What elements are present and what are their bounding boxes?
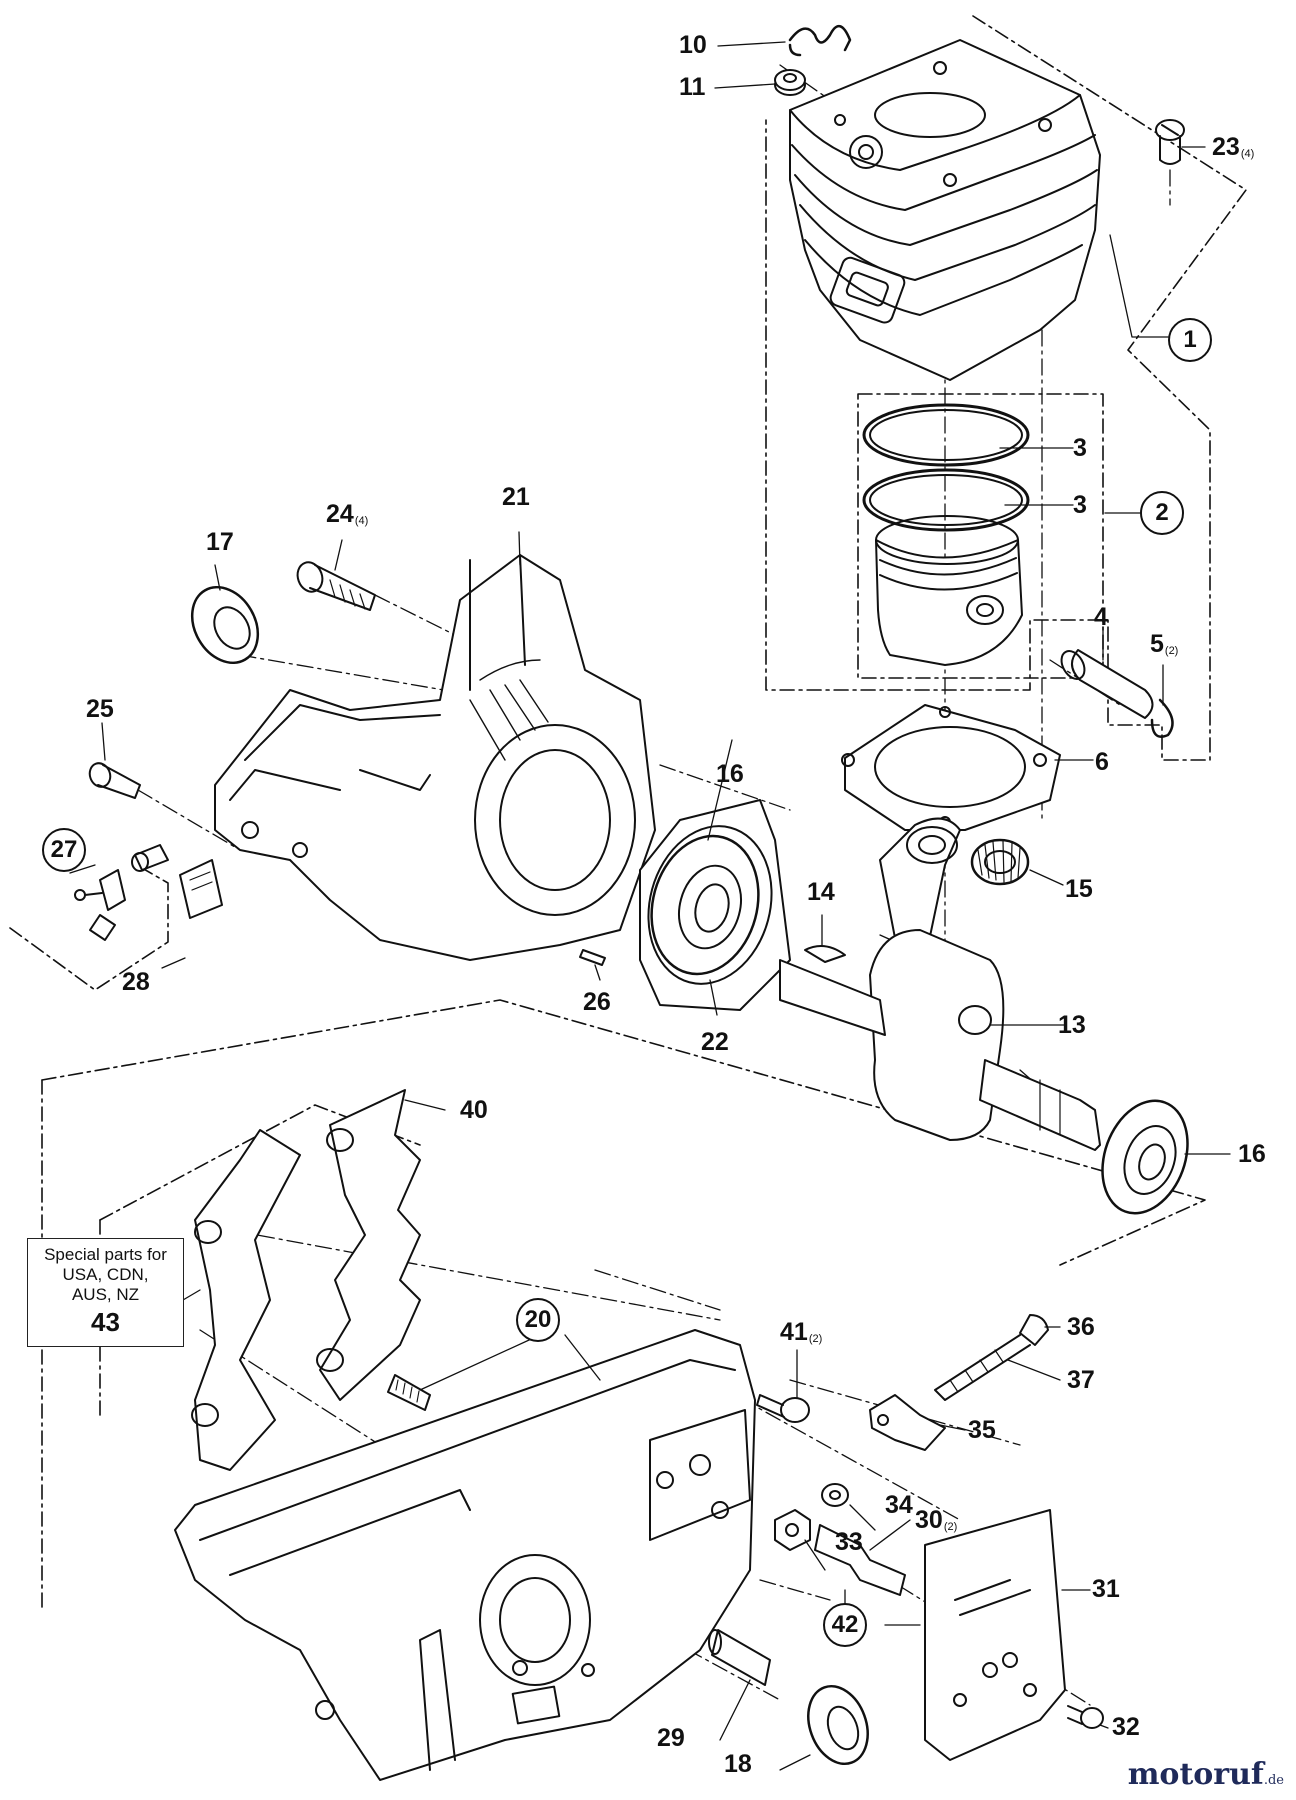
label-1-text: 1 xyxy=(1183,326,1197,353)
label-5-text: 5 xyxy=(1150,630,1164,658)
label-16-upper: 16 xyxy=(716,762,744,787)
label-28: 28 xyxy=(122,970,150,995)
label-4: 4 xyxy=(1094,605,1108,630)
group-outline-piston xyxy=(857,393,1104,679)
label-20-text: 20 xyxy=(524,1306,552,1333)
label-41: 41(2) xyxy=(780,1320,822,1345)
label-15: 15 xyxy=(1065,877,1093,902)
watermark-brand: motoruf xyxy=(1127,1757,1264,1792)
label-15-text: 15 xyxy=(1065,875,1093,903)
label-42-circled: 42 xyxy=(823,1603,867,1647)
label-6: 6 xyxy=(1095,750,1109,775)
label-3b: 3 xyxy=(1073,493,1087,518)
label-13: 13 xyxy=(1058,1013,1086,1038)
note-line-1: Special parts for xyxy=(44,1245,167,1264)
label-29: 29 xyxy=(657,1726,685,1751)
label-2-text: 2 xyxy=(1155,499,1169,526)
cylinder-drawing xyxy=(789,39,1101,381)
label-21: 21 xyxy=(502,485,530,510)
label-28-text: 28 xyxy=(122,968,150,996)
label-40: 40 xyxy=(460,1098,488,1123)
label-17-text: 17 xyxy=(206,528,234,556)
label-26: 26 xyxy=(583,990,611,1015)
label-5-qty: (2) xyxy=(1164,645,1179,657)
label-29-text: 29 xyxy=(657,1724,685,1752)
label-42-text: 42 xyxy=(831,1611,859,1638)
label-14: 14 xyxy=(807,880,835,905)
watermark-logo: motoruf.de xyxy=(1128,1757,1284,1792)
label-41-qty: (2) xyxy=(808,1333,823,1345)
label-3a-text: 3 xyxy=(1073,434,1087,462)
label-22: 22 xyxy=(701,1030,729,1055)
label-30: 30(2) xyxy=(915,1508,957,1533)
label-27-text: 27 xyxy=(50,836,78,863)
label-3b-text: 3 xyxy=(1073,491,1087,519)
label-31: 31 xyxy=(1092,1577,1120,1602)
label-36-text: 36 xyxy=(1067,1313,1095,1341)
special-parts-note: Special parts for USA, CDN, AUS, NZ 43 xyxy=(27,1238,184,1347)
label-27-circled: 27 xyxy=(42,828,86,872)
label-2-circled: 2 xyxy=(1140,491,1184,535)
label-23-qty: (4) xyxy=(1240,148,1255,160)
label-33: 33 xyxy=(835,1530,863,1555)
label-4-text: 4 xyxy=(1094,603,1108,631)
label-18: 18 xyxy=(724,1752,752,1777)
label-34-text: 34 xyxy=(885,1491,913,1519)
label-34: 34 xyxy=(885,1493,913,1518)
label-14-text: 14 xyxy=(807,878,835,906)
label-21-text: 21 xyxy=(502,483,530,511)
label-26-text: 26 xyxy=(583,988,611,1016)
label-20-circled: 20 xyxy=(516,1298,560,1342)
label-23: 23(4) xyxy=(1212,135,1254,160)
note-line-2: USA, CDN, xyxy=(62,1265,149,1284)
label-37: 37 xyxy=(1067,1368,1095,1393)
label-33-text: 33 xyxy=(835,1528,863,1556)
label-18-text: 18 xyxy=(724,1750,752,1778)
label-30-qty: (2) xyxy=(943,1521,958,1533)
label-24-text: 24 xyxy=(326,500,354,528)
label-16-lower-text: 16 xyxy=(1238,1140,1266,1168)
label-13-text: 13 xyxy=(1058,1011,1086,1039)
label-22-text: 22 xyxy=(701,1028,729,1056)
label-35: 35 xyxy=(968,1418,996,1443)
label-11: 11 xyxy=(679,75,705,100)
note-line-3: AUS, NZ xyxy=(71,1285,140,1304)
group-outline-switch xyxy=(9,867,169,991)
label-6-text: 6 xyxy=(1095,748,1109,776)
label-36: 36 xyxy=(1067,1315,1095,1340)
label-23-text: 23 xyxy=(1212,133,1240,161)
label-24-qty: (4) xyxy=(354,515,369,527)
label-25: 25 xyxy=(86,697,114,722)
label-5: 5(2) xyxy=(1150,632,1178,657)
label-10: 10 xyxy=(679,33,707,58)
label-25-text: 25 xyxy=(86,695,114,723)
crankshaft-drawing xyxy=(779,817,1101,1151)
crankcase-half-drawing xyxy=(214,554,656,961)
label-24: 24(4) xyxy=(326,502,368,527)
group-outline-cylinder xyxy=(765,15,1247,761)
label-31-text: 31 xyxy=(1092,1575,1120,1603)
label-17: 17 xyxy=(206,530,234,555)
label-1-circled: 1 xyxy=(1168,318,1212,362)
label-16-upper-text: 16 xyxy=(716,760,744,788)
note-part-number: 43 xyxy=(91,1307,120,1337)
label-40-text: 40 xyxy=(460,1096,488,1124)
label-30-text: 30 xyxy=(915,1506,943,1534)
crankcase-bottom-drawing xyxy=(174,1329,756,1781)
label-41-text: 41 xyxy=(780,1318,808,1346)
label-37-text: 37 xyxy=(1067,1366,1095,1394)
label-35-text: 35 xyxy=(968,1416,996,1444)
label-10-text: 10 xyxy=(679,31,707,59)
label-32: 32 xyxy=(1112,1715,1140,1740)
label-3a: 3 xyxy=(1073,436,1087,461)
group-outline-crankcase xyxy=(41,999,1206,1266)
label-11-text: 11 xyxy=(679,73,706,101)
label-16-lower: 16 xyxy=(1238,1142,1266,1167)
label-32-text: 32 xyxy=(1112,1713,1140,1741)
watermark-tld: .de xyxy=(1263,1773,1284,1788)
